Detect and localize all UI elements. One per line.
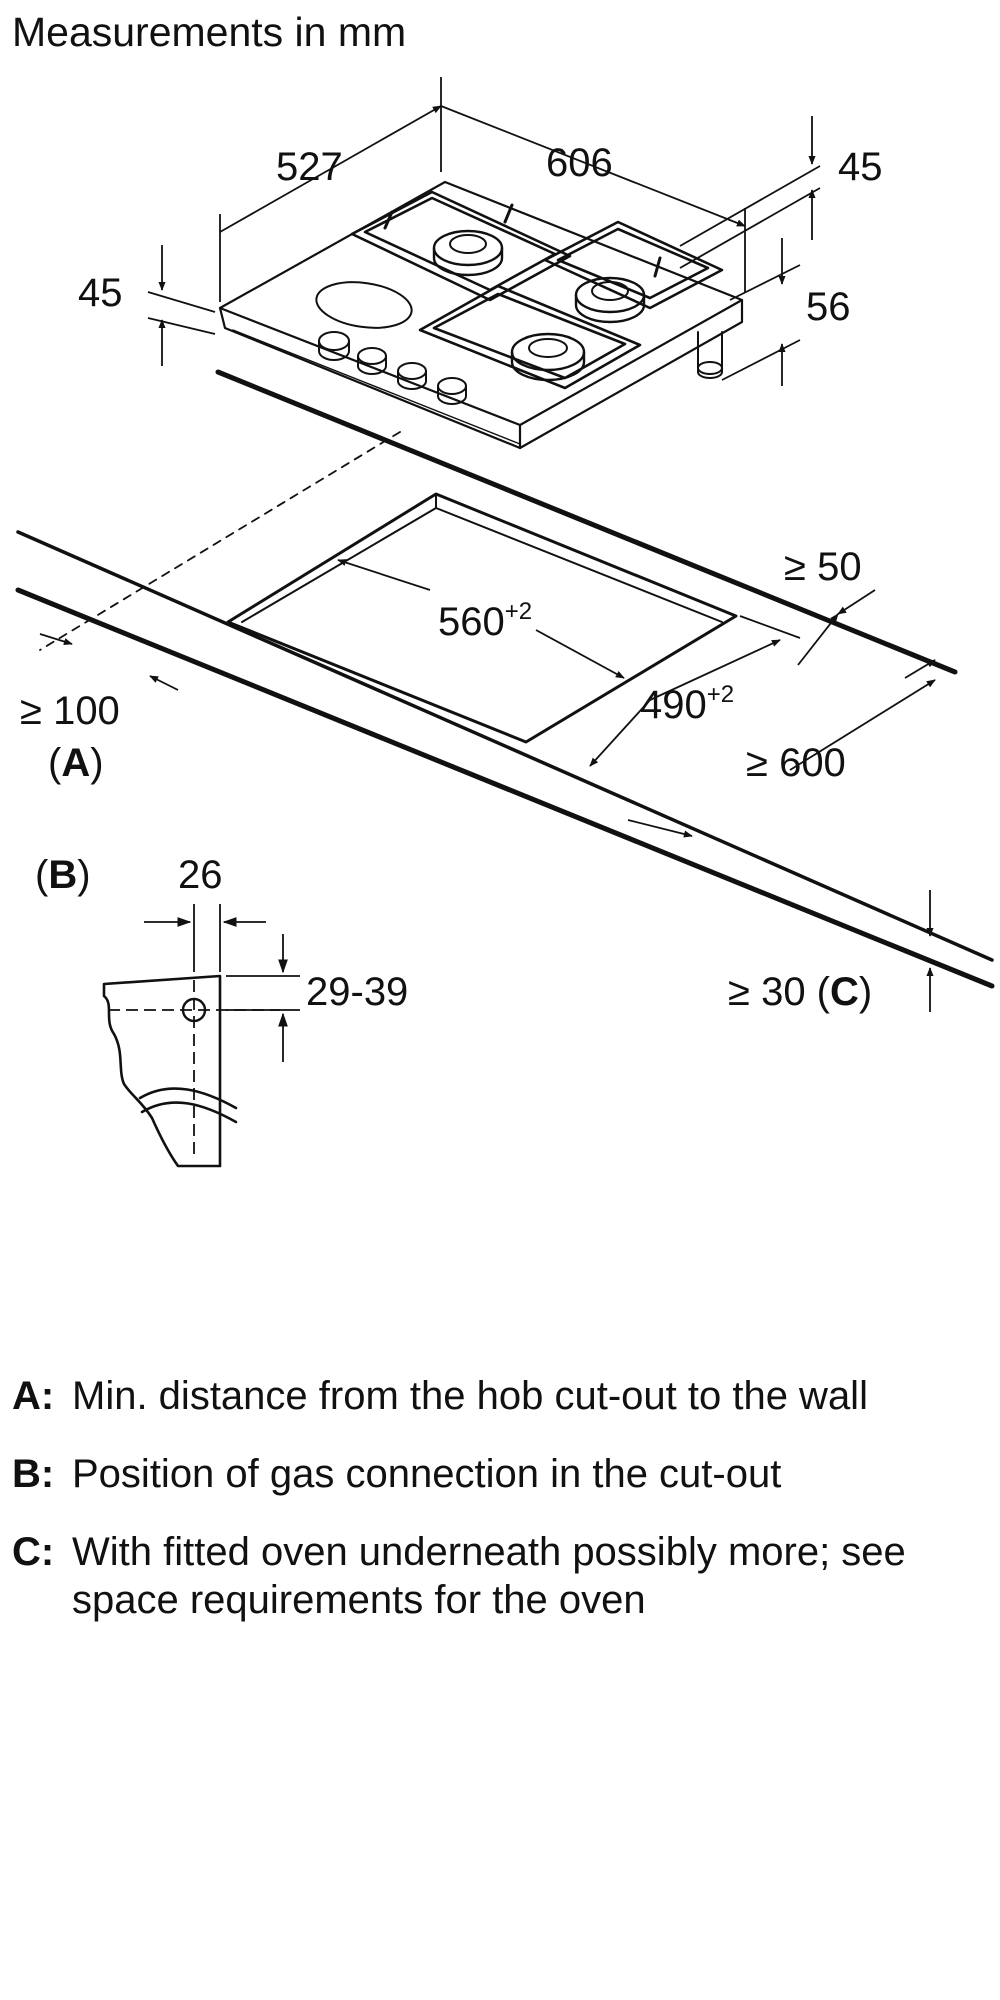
gas-inlet-pipe xyxy=(697,331,723,379)
diagram-title: Measurements in mm xyxy=(12,9,406,55)
legend-item-c: C: With fitted oven underneath possibly … xyxy=(12,1528,987,1624)
hob-frame-height-label: 45 xyxy=(838,145,883,189)
worktop xyxy=(15,369,995,989)
cutout-dimension-lines xyxy=(39,559,936,1012)
gas-offset-x-label: 26 xyxy=(178,853,223,897)
cutout-width-label: 560+2 xyxy=(438,598,532,644)
label-a: (A) xyxy=(48,741,104,785)
min-wall-distance-label: ≥ 100 xyxy=(20,689,120,733)
min-back-distance-label: ≥ 50 xyxy=(784,545,862,589)
hob-width-label: 606 xyxy=(546,141,613,185)
gas-connection-detail xyxy=(102,904,300,1168)
legend-key: B: xyxy=(12,1452,55,1496)
gas-offset-y-label: 29-39 xyxy=(306,970,408,1014)
legend-key: C: xyxy=(12,1530,55,1574)
cutout-opening xyxy=(226,492,738,744)
legend-text: Position of gas connection in the cut-ou… xyxy=(72,1452,782,1496)
gas-burners xyxy=(432,229,646,382)
legend-item-a: A: Min. distance from the hob cut-out to… xyxy=(12,1372,987,1420)
hob-total-height-label: 56 xyxy=(806,285,851,329)
pan-supports xyxy=(350,190,724,390)
legend-text: Min. distance from the hob cut-out to th… xyxy=(72,1374,868,1418)
legend: A: Min. distance from the hob cut-out to… xyxy=(12,1372,987,1654)
legend-text: With fitted oven underneath possibly mor… xyxy=(72,1530,906,1622)
label-b: (B) xyxy=(35,853,91,897)
hob-illustration xyxy=(218,180,744,450)
legend-item-b: B: Position of gas connection in the cut… xyxy=(12,1450,987,1498)
cutout-depth-label: 490+2 xyxy=(640,681,734,727)
hob-top-height-label: 45 xyxy=(78,271,123,315)
legend-key: A: xyxy=(12,1374,55,1418)
hob-dimension-lines xyxy=(147,77,821,386)
installation-diagram: Measurements in mm xyxy=(12,9,995,1168)
min-worktop-depth-label: ≥ 600 xyxy=(746,741,846,785)
hob-depth-label: 527 xyxy=(276,145,343,189)
min-worktop-thickness-label: ≥ 30 (C) xyxy=(728,970,872,1014)
control-knobs xyxy=(318,331,467,405)
